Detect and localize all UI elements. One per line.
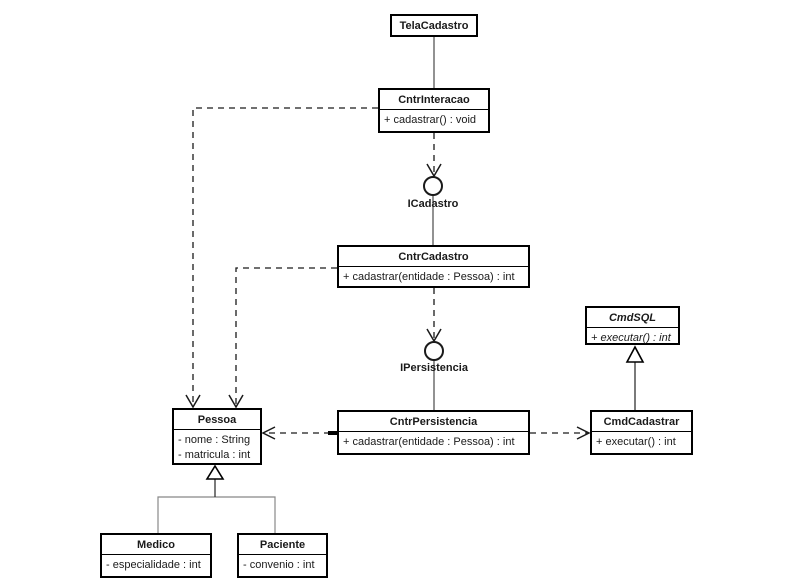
- class-cmdsql-name: CmdSQL: [587, 308, 678, 328]
- attribute: - convenio : int: [243, 559, 315, 571]
- class-cntrinteracao: CntrInteracao + cadastrar() : void: [378, 88, 490, 133]
- attribute: - nome : String: [178, 434, 251, 446]
- class-telacadastro-name: TelaCadastro: [399, 20, 469, 32]
- class-telacadastro: TelaCadastro: [390, 14, 478, 37]
- class-paciente: Paciente - convenio : int: [237, 533, 328, 578]
- class-cntrinteracao-members: + cadastrar() : void: [380, 110, 488, 128]
- dependency-cntrinteracao-pessoa: [185, 107, 378, 409]
- interface-icadastro-label: ICadastro: [407, 198, 459, 210]
- lollipop-icadastro: [423, 176, 443, 245]
- class-pessoa-name: Pessoa: [174, 410, 260, 430]
- dependency-cntrpersistencia-cmdcadastrar: [530, 426, 591, 440]
- method: + cadastrar() : void: [384, 114, 477, 126]
- lollipop-ipersistencia: [424, 341, 444, 410]
- generalization-medico-paciente-pessoa: [157, 464, 276, 533]
- dependency-cntrcadastro-ipersistencia: [426, 288, 442, 343]
- class-cmdcadastrar-members: + executar() : int: [592, 432, 691, 450]
- attribute: - matricula : int: [178, 449, 251, 461]
- class-paciente-name: Paciente: [239, 535, 326, 555]
- method: + cadastrar(entidade : Pessoa) : int: [343, 436, 515, 448]
- method: + cadastrar(entidade : Pessoa) : int: [343, 271, 515, 283]
- method: + executar() : int: [591, 332, 671, 344]
- class-medico: Medico - especialidade : int: [100, 533, 212, 578]
- attribute: - especialidade : int: [106, 559, 201, 571]
- interface-ipersistencia-label: IPersistencia: [400, 362, 468, 374]
- generalization-cmdcadastrar-cmdsql: [625, 345, 645, 410]
- class-cmdcadastrar: CmdCadastrar + executar() : int: [590, 410, 693, 455]
- class-cntrpersistencia: CntrPersistencia + cadastrar(entidade : …: [337, 410, 530, 455]
- dependency-cntrinteracao-icadastro: [426, 133, 442, 178]
- class-cntrcadastro: CntrCadastro + cadastrar(entidade : Pess…: [337, 245, 530, 288]
- class-cntrcadastro-name: CntrCadastro: [339, 247, 528, 267]
- class-medico-members: - especialidade : int: [102, 555, 210, 573]
- class-cntrinteracao-name: CntrInteracao: [380, 90, 488, 110]
- class-cntrpersistencia-name: CntrPersistencia: [339, 412, 528, 432]
- class-paciente-members: - convenio : int: [239, 555, 326, 573]
- method: + executar() : int: [596, 436, 676, 448]
- class-medico-name: Medico: [102, 535, 210, 555]
- class-cmdsql: CmdSQL + executar() : int: [585, 306, 680, 345]
- class-cmdsql-members: + executar() : int: [587, 328, 678, 346]
- class-cntrpersistencia-members: + cadastrar(entidade : Pessoa) : int: [339, 432, 528, 450]
- class-pessoa: Pessoa - nome : String - matricula : int: [172, 408, 262, 465]
- dependency-cntrpersistencia-pessoa: [261, 426, 338, 440]
- dependency-cntrcadastro-pessoa: [228, 267, 337, 409]
- class-cntrcadastro-members: + cadastrar(entidade : Pessoa) : int: [339, 267, 528, 285]
- class-pessoa-members: - nome : String - matricula : int: [174, 430, 260, 463]
- class-cmdcadastrar-name: CmdCadastrar: [592, 412, 691, 432]
